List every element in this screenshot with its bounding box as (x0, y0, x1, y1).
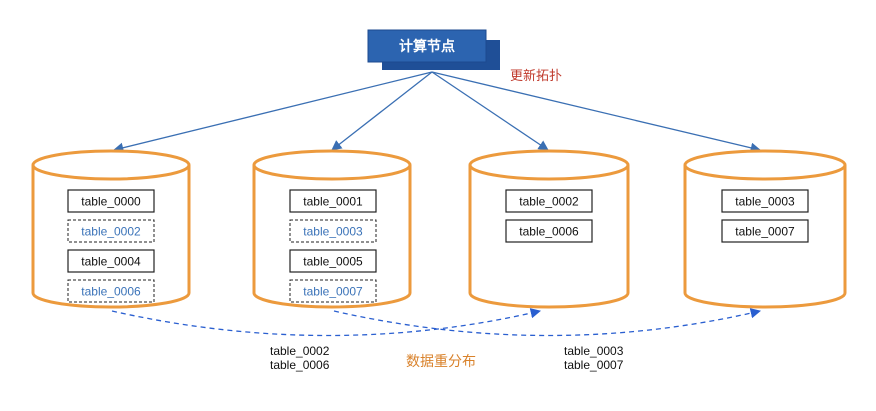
table-label: table_0007 (735, 225, 795, 239)
table-label-moving: table_0007 (303, 285, 363, 299)
redistribution-arrows (111, 308, 762, 337)
topology-arrow-3 (431, 71, 549, 151)
table-label: table_0003 (735, 195, 795, 209)
topology-arrow-4 (431, 71, 762, 153)
table-label-moving: table_0002 (81, 225, 141, 239)
redistribution-arrow-1 (111, 308, 542, 337)
topology-arrows (112, 71, 762, 153)
storage-node-2-tables: table_0001 table_0003 table_0005 table_0… (289, 189, 377, 303)
migration-2-table-2: table_0007 (564, 358, 624, 372)
table-box-moving (67, 219, 155, 243)
redistribution-arrow-2 (333, 308, 762, 337)
storage-node-1-top (31, 149, 191, 181)
table-box-moving (289, 219, 377, 243)
table-label: table_0000 (81, 195, 141, 209)
table-label: table_0004 (81, 255, 141, 269)
table-box-moving (67, 279, 155, 303)
table-label: table_0006 (519, 225, 579, 239)
storage-node-1-tables: table_0000 table_0002 table_0004 table_0… (67, 189, 155, 303)
compute-node-label: 计算节点 (399, 38, 455, 55)
table-label: table_0002 (519, 195, 579, 209)
storage-node-3-top (468, 149, 630, 181)
compute-node: 计算节点 (367, 29, 500, 70)
table-label: table_0001 (303, 195, 363, 209)
table-box (289, 189, 377, 213)
topology-update-label: 更新拓扑 (510, 68, 562, 84)
compute-node-box (367, 29, 487, 63)
storage-node-4-top (683, 149, 847, 181)
redistribution-label: 数据重分布 (406, 354, 476, 370)
migration-labels: table_0002 table_0006 table_0003 table_0… (270, 344, 624, 372)
migration-2-table-1: table_0003 (564, 344, 624, 358)
table-box (505, 219, 593, 243)
migration-1-table-1: table_0002 (270, 344, 330, 358)
table-label-moving: table_0003 (303, 225, 363, 239)
storage-node-3-tables: table_0002 table_0006 (505, 189, 593, 243)
table-box (505, 189, 593, 213)
table-box-moving (289, 279, 377, 303)
storage-node-4-tables: table_0003 table_0007 (721, 189, 809, 243)
table-box (67, 189, 155, 213)
table-label-moving: table_0006 (81, 285, 141, 299)
topology-arrow-1 (112, 71, 433, 153)
table-box (721, 219, 809, 243)
storage-node-2-top (252, 149, 412, 181)
table-box (721, 189, 809, 213)
table-label: table_0005 (303, 255, 363, 269)
migration-1-table-2: table_0006 (270, 358, 330, 372)
topology-arrow-2 (331, 71, 433, 151)
table-box (67, 249, 155, 273)
table-box (289, 249, 377, 273)
